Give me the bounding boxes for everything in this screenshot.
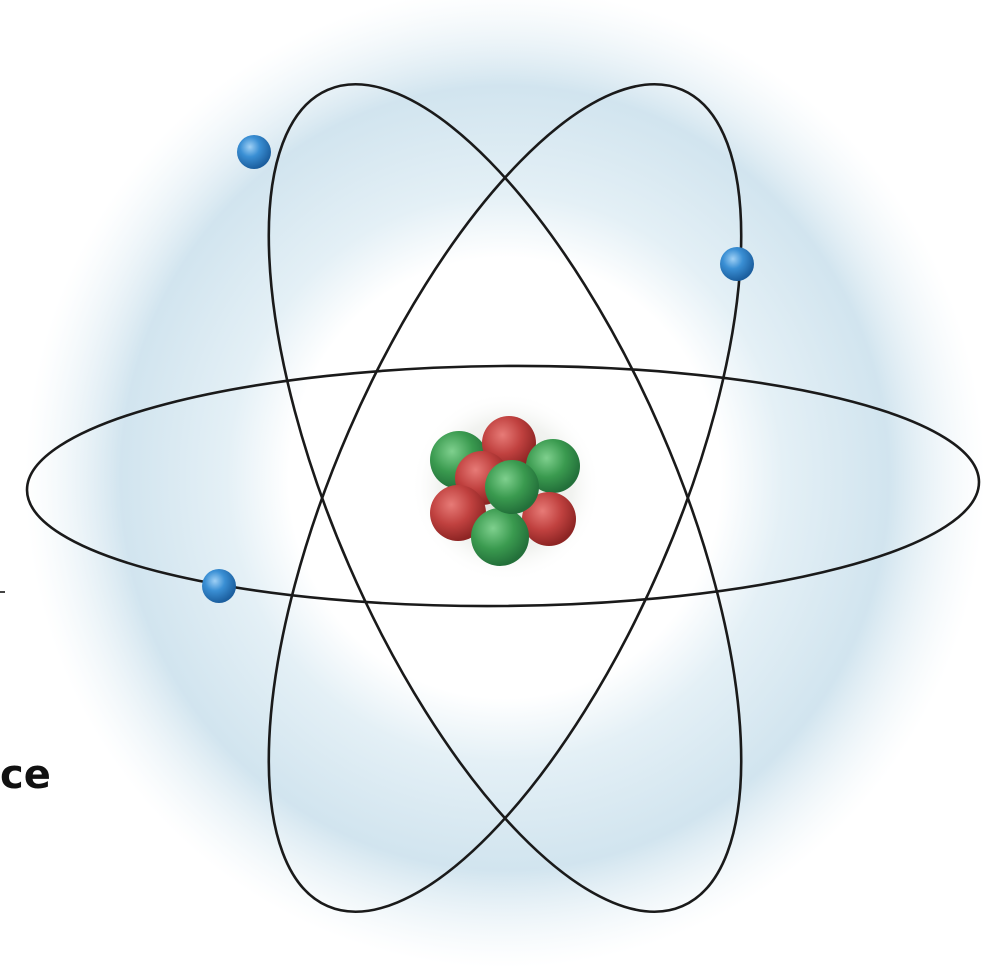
electron xyxy=(237,135,271,169)
orbit-diagonal-left xyxy=(267,83,743,913)
electron xyxy=(720,247,754,281)
orbit-diagonal-right xyxy=(267,83,743,913)
neutron xyxy=(471,508,529,566)
proton xyxy=(522,492,576,546)
nucleus xyxy=(411,392,601,582)
neutron xyxy=(526,439,580,493)
orbit-horizontal xyxy=(25,364,981,608)
edge-mark xyxy=(0,591,5,593)
cropped-text-fragment: ce xyxy=(0,752,51,798)
proton xyxy=(430,485,486,541)
electron xyxy=(202,569,236,603)
neutron xyxy=(485,460,539,514)
